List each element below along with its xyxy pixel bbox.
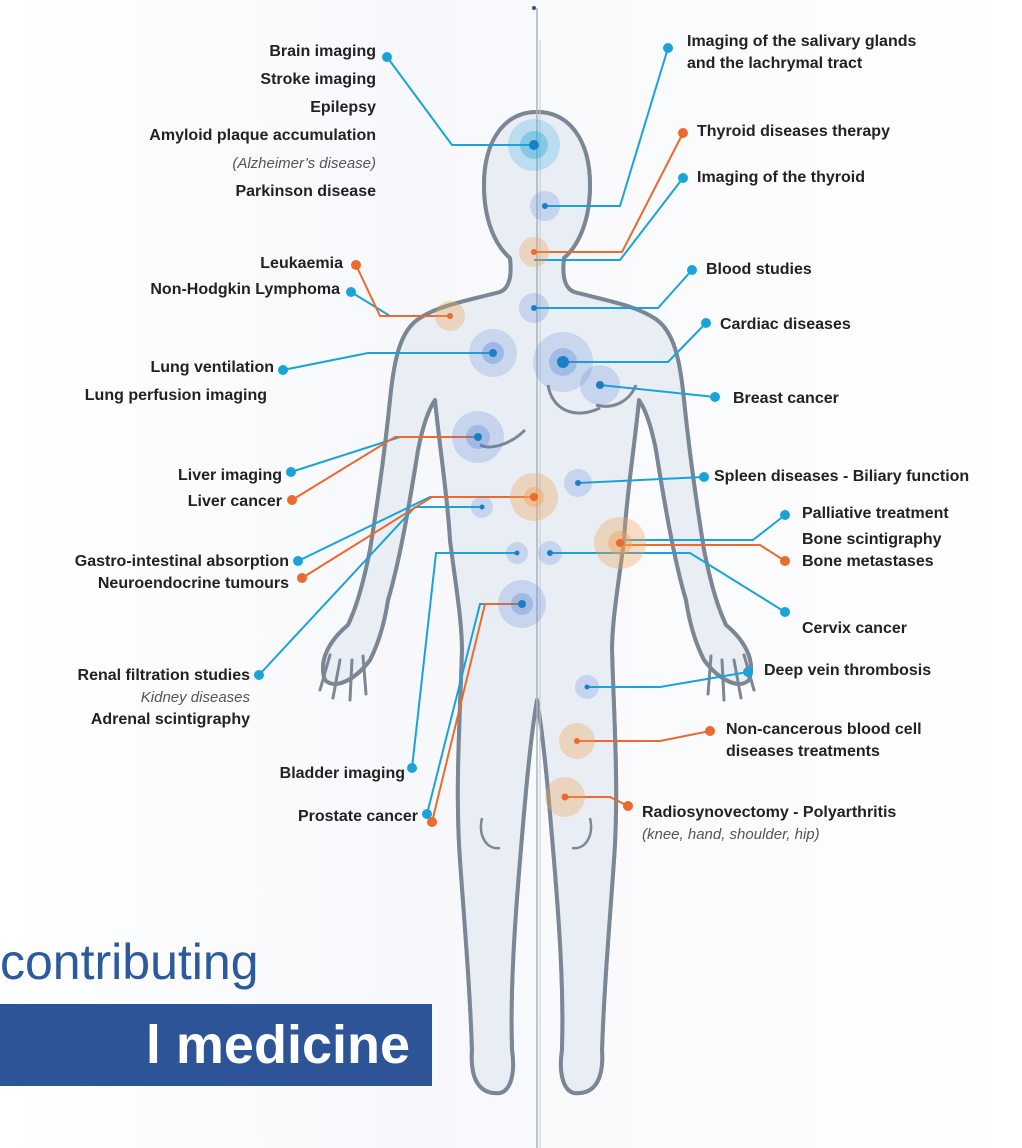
label-noncancerous-2: diseases treatments bbox=[726, 742, 880, 762]
label-leukaemia: Leukaemia bbox=[260, 254, 343, 274]
label-cardiac: Cardiac diseases bbox=[720, 315, 851, 335]
label-bone-metastases: Bone metastases bbox=[802, 552, 934, 572]
label-bone-scintigraphy: Bone scintigraphy bbox=[802, 530, 942, 550]
label-palliative: Palliative treatment bbox=[802, 504, 949, 524]
label-thyroid-imaging: Imaging of the thyroid bbox=[697, 168, 865, 188]
label-salivary-1: Imaging of the salivary glands bbox=[687, 32, 916, 52]
label-renal-filtration: Renal filtration studies bbox=[78, 666, 250, 686]
tagline-text: contributing bbox=[0, 932, 259, 992]
label-deep-vein-thrombosis: Deep vein thrombosis bbox=[764, 661, 931, 681]
label-lung-perfusion: Lung perfusion imaging bbox=[85, 386, 267, 406]
label-neuroendocrine: Neuroendocrine tumours bbox=[98, 574, 289, 594]
label-gastro-intestinal: Gastro-intestinal absorption bbox=[75, 552, 289, 572]
label-blood-studies: Blood studies bbox=[706, 260, 812, 280]
label-breast-cancer: Breast cancer bbox=[733, 389, 839, 409]
label-spleen: Spleen diseases - Biliary function bbox=[714, 467, 969, 487]
label-non-hodgkin-lymphoma: Non-Hodgkin Lymphoma bbox=[150, 280, 340, 300]
label-stroke-imaging: Stroke imaging bbox=[260, 70, 376, 90]
label-alzheimer: (Alzheimer’s disease) bbox=[232, 154, 376, 174]
label-adrenal: Adrenal scintigraphy bbox=[91, 710, 250, 730]
label-radiosynovectomy-sub: (knee, hand, shoulder, hip) bbox=[642, 825, 820, 845]
label-liver-cancer: Liver cancer bbox=[188, 492, 282, 512]
label-kidney-diseases: Kidney diseases bbox=[141, 688, 250, 708]
label-radiosynovectomy: Radiosynovectomy - Polyarthritis bbox=[642, 803, 896, 823]
label-liver-imaging: Liver imaging bbox=[178, 466, 282, 486]
label-lung-ventilation: Lung ventilation bbox=[150, 358, 274, 378]
label-thyroid-therapy: Thyroid diseases therapy bbox=[697, 122, 890, 142]
axis-top-dot bbox=[532, 6, 536, 10]
label-brain-imaging: Brain imaging bbox=[269, 42, 376, 62]
label-parkinson: Parkinson disease bbox=[235, 182, 376, 202]
label-cervix-cancer: Cervix cancer bbox=[802, 619, 907, 639]
label-noncancerous-1: Non-cancerous blood cell bbox=[726, 720, 922, 740]
label-epilepsy: Epilepsy bbox=[310, 98, 376, 118]
label-prostate-cancer: Prostate cancer bbox=[298, 807, 418, 827]
label-salivary-2: and the lachrymal tract bbox=[687, 54, 862, 74]
label-amyloid: Amyloid plaque accumulation bbox=[149, 126, 376, 146]
label-bladder-imaging: Bladder imaging bbox=[280, 764, 405, 784]
title-band: l medicine bbox=[0, 1004, 432, 1086]
